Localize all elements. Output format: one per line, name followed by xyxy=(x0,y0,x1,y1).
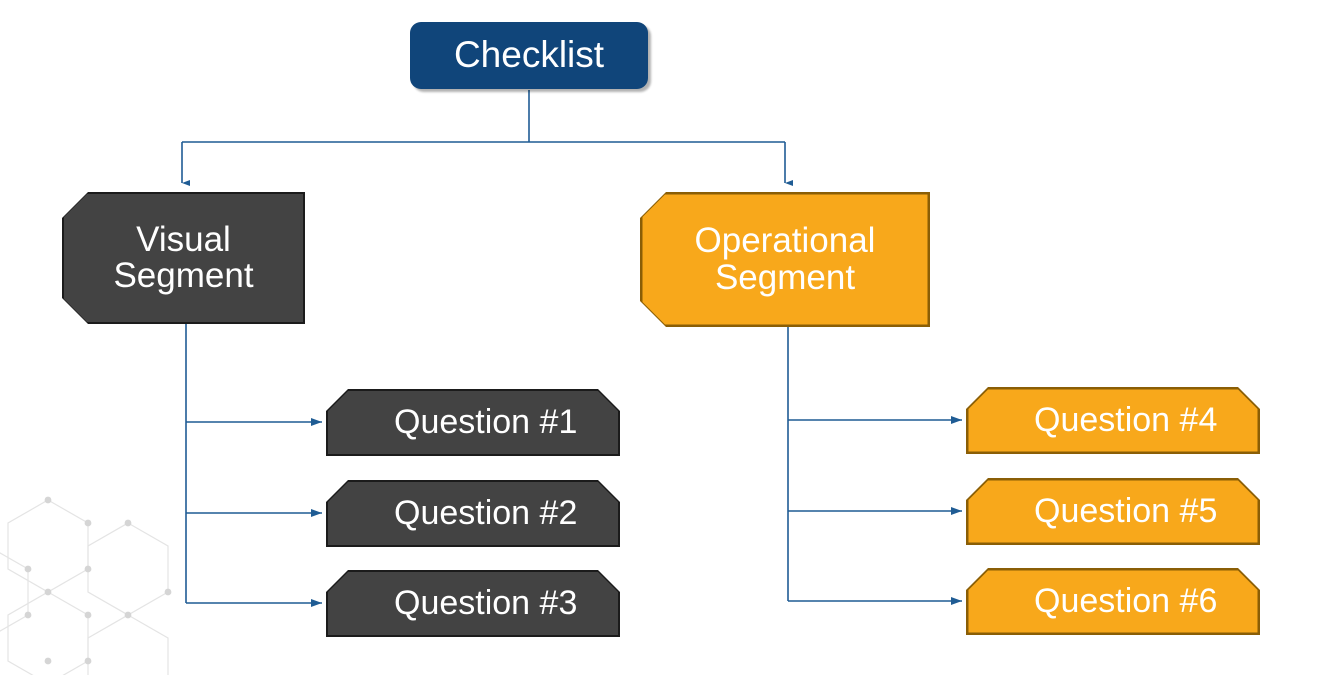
question-1-fill xyxy=(326,389,620,456)
visual-segment-fill xyxy=(62,192,305,324)
node-checklist-label: Checklist xyxy=(453,34,605,76)
question-4-fill xyxy=(966,387,1260,454)
question-2-fill xyxy=(326,480,620,547)
question-5-label: Question #5 xyxy=(1034,491,1218,530)
operational-segment-text: Operational Segment xyxy=(640,192,930,327)
node-question-3[interactable]: Question #3 xyxy=(326,570,620,637)
node-question-2[interactable]: Question #2 xyxy=(326,480,620,547)
question-1-label: Question #1 xyxy=(394,402,578,441)
question-3-label: Question #3 xyxy=(394,583,578,622)
question-6-fill xyxy=(966,568,1260,635)
question-6-label: Question #6 xyxy=(1034,581,1218,620)
question-3-fill xyxy=(326,570,620,637)
question-2-label: Question #2 xyxy=(394,493,578,532)
node-operational-segment[interactable]: Operational Segment xyxy=(640,192,930,327)
question-5-fill xyxy=(966,478,1260,545)
visual-segment-text: Visual Segment xyxy=(62,192,305,324)
visual-segment-line1: Visual xyxy=(136,219,231,259)
node-checklist[interactable]: Checklist xyxy=(410,22,648,89)
operational-segment-line1: Operational xyxy=(694,221,876,261)
node-question-6[interactable]: Question #6 xyxy=(966,568,1260,635)
question-4-label: Question #4 xyxy=(1034,400,1218,439)
operational-segment-fill xyxy=(640,192,930,327)
node-visual-segment[interactable]: Visual Segment xyxy=(62,192,305,324)
node-question-5[interactable]: Question #5 xyxy=(966,478,1260,545)
node-question-1[interactable]: Question #1 xyxy=(326,389,620,456)
visual-segment-line2: Segment xyxy=(113,256,254,295)
hexagon-network-watermark xyxy=(0,496,172,675)
operational-segment-line2: Segment xyxy=(714,257,856,297)
node-question-4[interactable]: Question #4 xyxy=(966,387,1260,454)
